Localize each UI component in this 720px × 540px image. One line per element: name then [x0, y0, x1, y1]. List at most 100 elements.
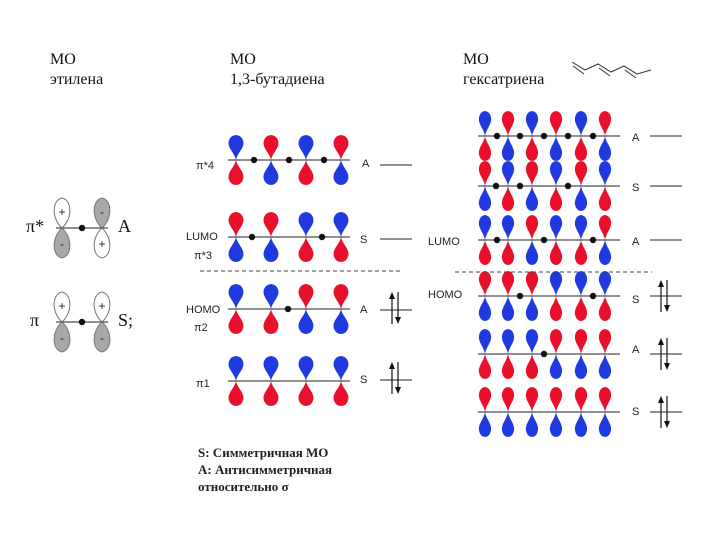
ethylene-lobe-top [53, 291, 71, 323]
hexatriene-lobe-top [598, 111, 612, 136]
hexatriene-lobe-bottom [501, 240, 515, 265]
hexatriene-pi2-electrons-down-head [664, 363, 670, 370]
hexatriene-lobe-top [574, 111, 588, 136]
hexatriene-node-dot [492, 182, 500, 190]
hexatriene-double-bond [598, 67, 611, 77]
ethylene-sign-bottom: - [60, 237, 64, 251]
butadiene-pi1-label: π1 [196, 378, 210, 390]
hexatriene-lobe-bottom [574, 186, 588, 211]
hexatriene-lobe-bottom [574, 240, 588, 265]
butadiene-pi2-label: π2 [194, 322, 208, 334]
hexatriene-sym-0: A [632, 132, 640, 144]
butadiene-node-dot [248, 233, 256, 241]
hexatriene-node-dot [540, 236, 548, 244]
hexatriene-lobe-bottom [525, 240, 539, 265]
ethylene-lobe-top [93, 197, 111, 229]
butadiene-node-dot [285, 156, 293, 164]
butadiene-lobe-top [333, 356, 349, 381]
hexatriene-sym-1: S [632, 182, 640, 194]
hexatriene-lobe-top [549, 111, 563, 136]
butadiene-lobe-bottom [333, 160, 349, 185]
hexatriene-title: МО гексатриена [463, 50, 544, 90]
hexatriene-lobe-top [574, 387, 588, 412]
hexatriene-lobe-top [478, 271, 492, 296]
butadiene-lobe-top [228, 135, 244, 160]
hexatriene-node-dot [516, 182, 524, 190]
hexatriene-lobe-top [598, 387, 612, 412]
ethylene-sign-bottom: - [100, 331, 104, 345]
hexatriene-lobe-top [598, 271, 612, 296]
hexatriene-lobe-top [478, 215, 492, 240]
butadiene-pi4-label: π*4 [196, 160, 214, 172]
butadiene-lobe-bottom [333, 309, 349, 334]
legend-line-antisymmetric: A: Антисимметричная [198, 462, 333, 477]
ethylene-sign-bottom: + [98, 237, 105, 251]
hexatriene-lobe-top [549, 271, 563, 296]
hexatriene-homo-electrons-down-head [664, 305, 670, 312]
butadiene-pi3-symmetry: S [360, 234, 368, 246]
hexatriene-node-dot [493, 132, 501, 140]
ethylene-sign-top: + [58, 205, 65, 219]
hexatriene-lobe-bottom [598, 412, 612, 437]
hexatriene-sym-3: S [632, 294, 640, 306]
butadiene-lobe-top [333, 284, 349, 309]
hexatriene-lobe-bottom [574, 354, 588, 379]
hexatriene-lobe-top [525, 215, 539, 240]
butadiene-lobe-top [228, 356, 244, 381]
ethylene-pistar-symmetry: A [118, 216, 131, 236]
hexatriene-lobe-bottom [525, 354, 539, 379]
hexatriene-lobe-top [549, 161, 563, 186]
butadiene-lobe-top [298, 135, 314, 160]
ethylene-lobe-bottom [93, 321, 111, 353]
hexatriene-lobe-top [525, 271, 539, 296]
hexatriene-node-dot [564, 132, 572, 140]
hexatriene-sym-4: A [632, 344, 640, 356]
ethylene-center-dot [78, 318, 86, 326]
ethylene-lobe-bottom [53, 227, 71, 259]
hexatriene-lobe-bottom [478, 296, 492, 321]
butadiene-lobe-top [263, 284, 279, 309]
hexatriene-orbitals [455, 111, 682, 437]
hexatriene-lobe-bottom [478, 354, 492, 379]
hexatriene-lobe-top [598, 329, 612, 354]
hexatriene-lobe-bottom [478, 136, 492, 161]
ethylene-lobe-top [93, 291, 111, 323]
ethylene-title-line1: МО [50, 51, 76, 68]
hexatriene-pi1-electrons-down-head [664, 421, 670, 428]
butadiene-lumo-label: LUMO [186, 231, 218, 243]
butadiene-lobe-top [298, 356, 314, 381]
hexatriene-lobe-bottom [598, 354, 612, 379]
hexatriene-lobe-top [478, 111, 492, 136]
butadiene-pi2-electrons-down-head [395, 317, 401, 324]
hexatriene-lobe-top [598, 215, 612, 240]
hexatriene-lobe-top [501, 215, 515, 240]
hexatriene-lobe-bottom [478, 240, 492, 265]
hexatriene-lobe-top [501, 387, 515, 412]
hexatriene-lobe-top [501, 161, 515, 186]
butadiene-lobe-bottom [263, 237, 279, 262]
ethylene-sign-top: + [58, 299, 65, 313]
butadiene-lobe-top [298, 284, 314, 309]
hexatriene-lobe-bottom [549, 240, 563, 265]
hexatriene-lobe-top [525, 111, 539, 136]
butadiene-lobe-bottom [228, 160, 244, 185]
butadiene-pi1-electrons-up-head [389, 362, 395, 369]
hexatriene-homo-electrons-up-head [658, 280, 664, 287]
hexatriene-lobe-bottom [478, 186, 492, 211]
hexatriene-lobe-bottom [574, 136, 588, 161]
ethylene-lobe-bottom [93, 227, 111, 259]
butadiene-homo-label: HOMO [186, 304, 221, 316]
hexatriene-sym-5: S [632, 406, 640, 418]
hexatriene-lobe-top [525, 387, 539, 412]
butadiene-lobe-bottom [228, 309, 244, 334]
butadiene-lobe-bottom [298, 160, 314, 185]
butadiene-lobe-bottom [263, 381, 279, 406]
butadiene-pi1-electrons-down-head [395, 387, 401, 394]
butadiene-lobe-bottom [228, 237, 244, 262]
hexatriene-lobe-top [501, 329, 515, 354]
butadiene-lobe-bottom [228, 381, 244, 406]
butadiene-lobe-bottom [333, 237, 349, 262]
hexatriene-homo-label: HOMO [428, 289, 463, 301]
butadiene-orbitals [200, 135, 412, 406]
